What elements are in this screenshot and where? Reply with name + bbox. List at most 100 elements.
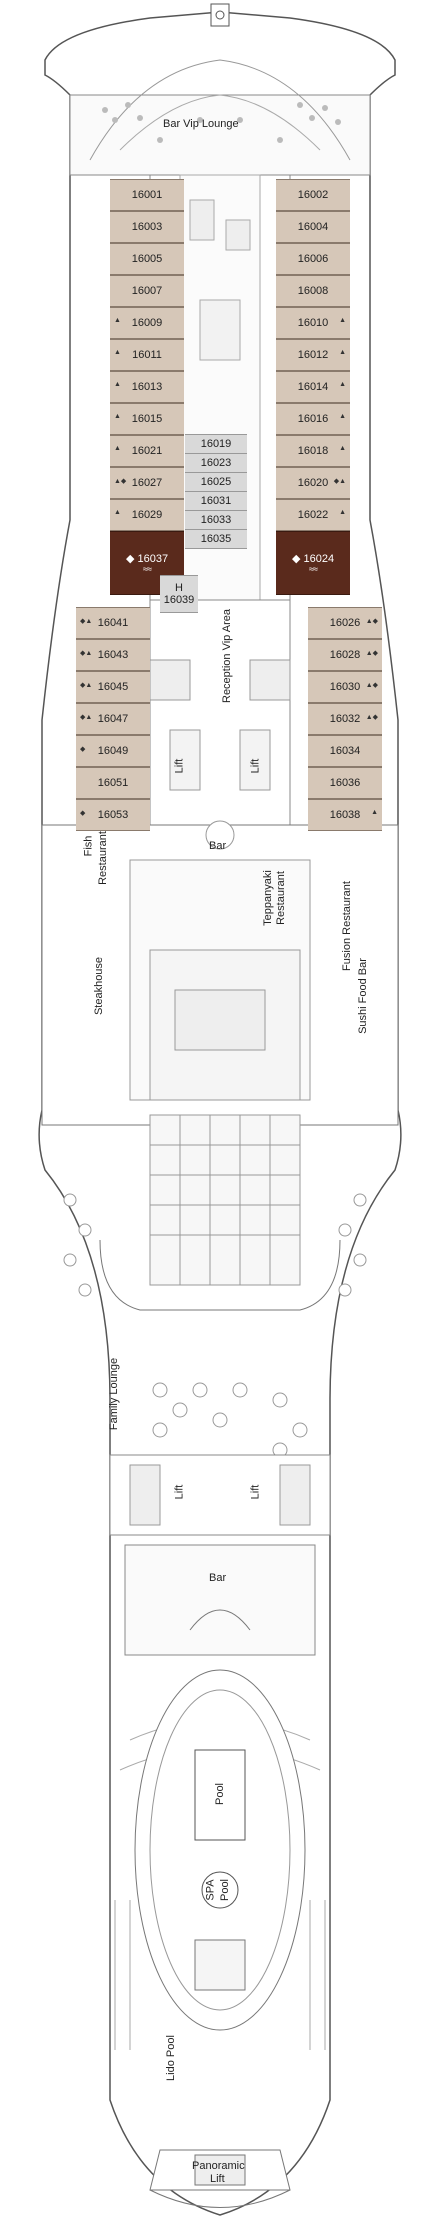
cabin-number: 16005 [131, 253, 163, 265]
cabin-feature-icon: ▲ [339, 317, 346, 324]
cabin-16009[interactable]: 16009▲ [110, 307, 184, 339]
cabin-16020[interactable]: 16020 ◆▲ [276, 467, 350, 499]
cabin-number: 16020 [297, 477, 329, 489]
cabin-16043[interactable]: 16043◆▲ [76, 639, 150, 671]
handicap-marker: H [175, 582, 183, 594]
cabin-16036[interactable]: 16036 [308, 767, 382, 799]
cabin-feature-icon: ◆▲ [333, 478, 346, 485]
cabin-16022[interactable]: 16022▲ [276, 499, 350, 531]
cabin-16013[interactable]: 16013 ▲ [110, 371, 184, 403]
cabin-16049[interactable]: 16049◆ [76, 735, 150, 767]
cabin-16028[interactable]: 16028 ▲◆ [308, 639, 382, 671]
cabin-number: 16013 [131, 381, 163, 393]
cabin-16012[interactable]: 16012 ▲ [276, 339, 350, 371]
bow-marker [210, 3, 230, 27]
cabin-16004[interactable]: 16004 [276, 211, 350, 243]
pool [194, 1749, 246, 1841]
cabin-feature-icon: ▲ [114, 381, 121, 388]
cabin-number: 16047 [97, 713, 129, 725]
cabin-16047[interactable]: 16047 ◆▲ [76, 703, 150, 735]
cabin-number: 16009 [131, 317, 163, 329]
cabin-number: 16019 [200, 438, 232, 450]
reception-vip-area-label: Reception Vip Area [221, 609, 233, 703]
cabin-number: 16006 [297, 253, 329, 265]
cabin-feature-icon: ▲◆ [365, 650, 378, 657]
fusion-restaurant-label: Fusion Restaurant [340, 881, 353, 971]
cabin-number: 16016 [297, 413, 329, 425]
cabin-number: 16030 [329, 681, 361, 693]
cabin-16011[interactable]: 16011▲ [110, 339, 184, 371]
cabin-number: 16012 [297, 349, 329, 361]
cabin-16019[interactable]: 16019 [185, 434, 247, 454]
cabin-16027[interactable]: 16027▲◆ [110, 467, 184, 499]
lido-pool-label: Lido Pool [164, 2035, 177, 2081]
bar-label-mid: Bar [209, 840, 227, 852]
cabin-number: 16002 [297, 189, 329, 201]
cabin-number: 16034 [329, 745, 361, 757]
cabin-number: 16023 [200, 457, 232, 469]
cabin-feature-icon: ▲ [339, 349, 346, 356]
cabin-number: 16007 [131, 285, 163, 297]
cabin-number: 16011 [132, 349, 162, 361]
steakhouse-label: Steakhouse [93, 956, 106, 1016]
lounge-tables [63, 1193, 367, 1458]
sun-loungers [114, 1719, 326, 2050]
cabin-16026[interactable]: 16026▲◆ [308, 607, 382, 639]
cabin-16053[interactable]: 16053◆ [76, 799, 150, 831]
cabin-number: 16049 [97, 745, 129, 757]
cabin-16014[interactable]: 16014▲ [276, 371, 350, 403]
cabin-16030[interactable]: 16030 ▲◆ [308, 671, 382, 703]
cabin-feature-icon: ▲◆ [365, 682, 378, 689]
teppanyaki-label-2: Restaurant [274, 871, 287, 925]
cabin-16005[interactable]: 16005 [110, 243, 184, 275]
cabin-16029[interactable]: 16029▲ [110, 499, 184, 531]
bar-vip-lounge-label: Bar Vip Lounge [163, 118, 239, 130]
cabin-number: 16001 [131, 189, 163, 201]
cabin-16018[interactable]: 16018▲ [276, 435, 350, 467]
cabin-16023[interactable]: 16023 [185, 453, 247, 473]
suite-cabin-right[interactable]: ◆ 16024 ≈≈ [276, 531, 350, 595]
cabin-feature-icon: ◆▲ [80, 618, 93, 625]
cabin-feature-icon: ◆▲ [80, 714, 93, 721]
cabin-16010[interactable]: 16010▲ [276, 307, 350, 339]
aft-bar-block [124, 1544, 316, 1656]
pool-area-outline [134, 1669, 306, 2031]
cabin-16033[interactable]: 16033 [185, 510, 247, 530]
cabin-16041[interactable]: 16041◆▲ [76, 607, 150, 639]
cabin-number: 16028 [329, 649, 361, 661]
cabin-16002[interactable]: 16002 [276, 179, 350, 211]
cabin-16045[interactable]: 16045◆▲ [76, 671, 150, 703]
cabin-16039[interactable]: H 16039 [160, 575, 198, 613]
cabin-16003[interactable]: 16003 [110, 211, 184, 243]
cabin-16016[interactable]: 16016▲ [276, 403, 350, 435]
cabin-feature-icon: ▲ [114, 445, 121, 452]
cabin-16001[interactable]: 16001 [110, 179, 184, 211]
cabin-number: 16033 [200, 514, 232, 526]
cabin-16008[interactable]: 16008 [276, 275, 350, 307]
cabin-16035[interactable]: 16035 [185, 529, 247, 549]
cabin-feature-icon: ▲ [371, 809, 378, 816]
atrium-grid [149, 1114, 301, 1286]
cabin-feature-icon: ▲ [114, 413, 121, 420]
cabin-16038[interactable]: 16038▲ [308, 799, 382, 831]
fish-restaurant-label-1: Fish [82, 835, 95, 857]
cabin-number: 16039 [163, 594, 195, 606]
lift-label-aft-left: Lift [173, 1484, 186, 1500]
suite-right-label: ◆ 16024 [291, 553, 335, 565]
cabin-feature-icon: ▲◆ [365, 714, 378, 721]
pool-label: Pool [214, 1782, 227, 1806]
sushi-food-bar-label: Sushi Food Bar [356, 958, 369, 1034]
cabin-16006[interactable]: 16006 [276, 243, 350, 275]
cabin-16015[interactable]: 16015▲ [110, 403, 184, 435]
cabin-number: 16026 [329, 617, 361, 629]
cabin-16031[interactable]: 16031 [185, 491, 247, 511]
teppanyaki-label-1: Teppanyaki [261, 870, 274, 926]
cabin-16021[interactable]: 16021▲ [110, 435, 184, 467]
cabin-16051[interactable]: 16051 [76, 767, 150, 799]
cabin-number: 16043 [97, 649, 129, 661]
cabin-16025[interactable]: 16025 [185, 472, 247, 492]
cabin-number: 16035 [200, 533, 232, 545]
cabin-16007[interactable]: 16007 [110, 275, 184, 307]
cabin-16034[interactable]: 16034 [308, 735, 382, 767]
cabin-16032[interactable]: 16032▲◆ [308, 703, 382, 735]
